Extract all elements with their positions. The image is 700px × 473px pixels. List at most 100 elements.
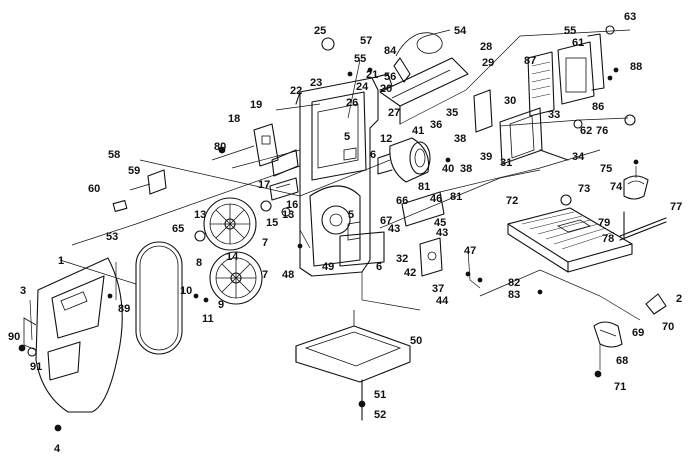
label-18: 18 [228, 113, 240, 125]
label-2: 2 [676, 293, 682, 305]
label-91: 91 [30, 361, 42, 373]
label-33: 33 [548, 109, 560, 121]
label-7: 7 [262, 237, 268, 249]
label-6: 6 [376, 261, 382, 273]
label-32: 32 [396, 253, 408, 265]
label-16: 16 [286, 199, 298, 211]
knob [560, 194, 572, 206]
label-55: 55 [354, 53, 366, 65]
label-25: 25 [314, 25, 326, 37]
label-43: 43 [388, 223, 400, 235]
label-36: 36 [430, 119, 442, 131]
tension-knob [321, 37, 335, 51]
label-60: 60 [88, 183, 100, 195]
label-49: 49 [322, 261, 334, 273]
label-40: 40 [442, 163, 454, 175]
label-57: 57 [360, 35, 372, 47]
motor [377, 137, 431, 183]
label-88: 88 [630, 61, 642, 73]
label-59: 59 [128, 165, 140, 177]
label-15: 15 [266, 217, 278, 229]
label-26: 26 [346, 97, 358, 109]
label-13: 13 [282, 209, 294, 221]
label-43: 43 [436, 227, 448, 239]
label-73: 73 [578, 183, 590, 195]
label-45: 45 [434, 217, 446, 229]
leader-lines [29, 29, 641, 370]
label-70: 70 [662, 321, 674, 333]
label-75: 75 [600, 163, 612, 175]
label-37: 37 [432, 283, 444, 295]
knob [624, 114, 636, 126]
upper-wheel-cover [379, 57, 469, 125]
label-6: 6 [370, 149, 376, 161]
label-17: 17 [258, 179, 270, 191]
label-81: 81 [450, 191, 462, 203]
bearing [260, 200, 272, 212]
label-19: 19 [250, 99, 262, 111]
lower-wheel-cover [23, 257, 123, 413]
label-47: 47 [464, 245, 476, 257]
motor-mount [401, 191, 445, 277]
fasteners [18, 67, 639, 432]
table-trunnion [623, 175, 649, 200]
label-72: 72 [506, 195, 518, 207]
label-42: 42 [404, 267, 416, 279]
label-41: 41 [412, 125, 424, 137]
label-51: 51 [374, 389, 386, 401]
label-10: 10 [180, 285, 192, 297]
label-3: 3 [20, 285, 26, 297]
label-83: 83 [508, 289, 520, 301]
label-76: 76 [596, 125, 608, 137]
label-38: 38 [454, 133, 466, 145]
saw-table [507, 207, 633, 273]
label-90: 90 [8, 331, 20, 343]
label-29: 29 [482, 57, 494, 69]
label-52: 52 [374, 409, 386, 421]
label-77: 77 [670, 201, 682, 213]
miter-gauge [619, 211, 667, 241]
lower-wheel [209, 251, 263, 305]
label-86: 86 [592, 101, 604, 113]
label-31: 31 [500, 157, 512, 169]
label-5: 5 [344, 131, 350, 143]
label-1: 1 [58, 255, 64, 267]
label-50: 50 [410, 335, 422, 347]
label-71: 71 [614, 381, 626, 393]
upper-blade-guide-bracket [253, 123, 299, 177]
label-89: 89 [118, 303, 130, 315]
label-23: 23 [310, 77, 322, 89]
label-12: 12 [380, 133, 392, 145]
label-67: 67 [380, 215, 392, 227]
label-14: 14 [226, 251, 239, 263]
label-7: 7 [262, 269, 268, 281]
main-frame [295, 73, 393, 277]
label-35: 35 [446, 107, 458, 119]
label-24: 24 [356, 81, 369, 93]
label-30: 30 [504, 95, 516, 107]
label-87: 87 [524, 55, 536, 67]
power-cord [393, 29, 451, 83]
label-66: 66 [396, 195, 408, 207]
label-69: 69 [632, 327, 644, 339]
label-44: 44 [436, 295, 449, 307]
label-53: 53 [106, 231, 118, 243]
label-8: 8 [196, 257, 202, 269]
label-34: 34 [572, 151, 585, 163]
saw-blade [135, 241, 183, 355]
label-81: 81 [418, 181, 430, 193]
label-79: 79 [598, 217, 610, 229]
label-62: 62 [580, 125, 592, 137]
label-58: 58 [108, 149, 120, 161]
label-21: 21 [366, 69, 378, 81]
upper-wheel [203, 197, 257, 251]
label-78: 78 [602, 233, 614, 245]
label-84: 84 [384, 45, 397, 57]
label-56: 56 [384, 71, 396, 83]
part-number-labels: 1 2 3 4 5 5 6 6 7 7 8 9 10 11 12 13 13 1… [8, 11, 682, 455]
label-20: 20 [380, 83, 392, 95]
washer [281, 207, 291, 217]
label-27: 27 [388, 107, 400, 119]
label-48: 48 [282, 269, 294, 281]
